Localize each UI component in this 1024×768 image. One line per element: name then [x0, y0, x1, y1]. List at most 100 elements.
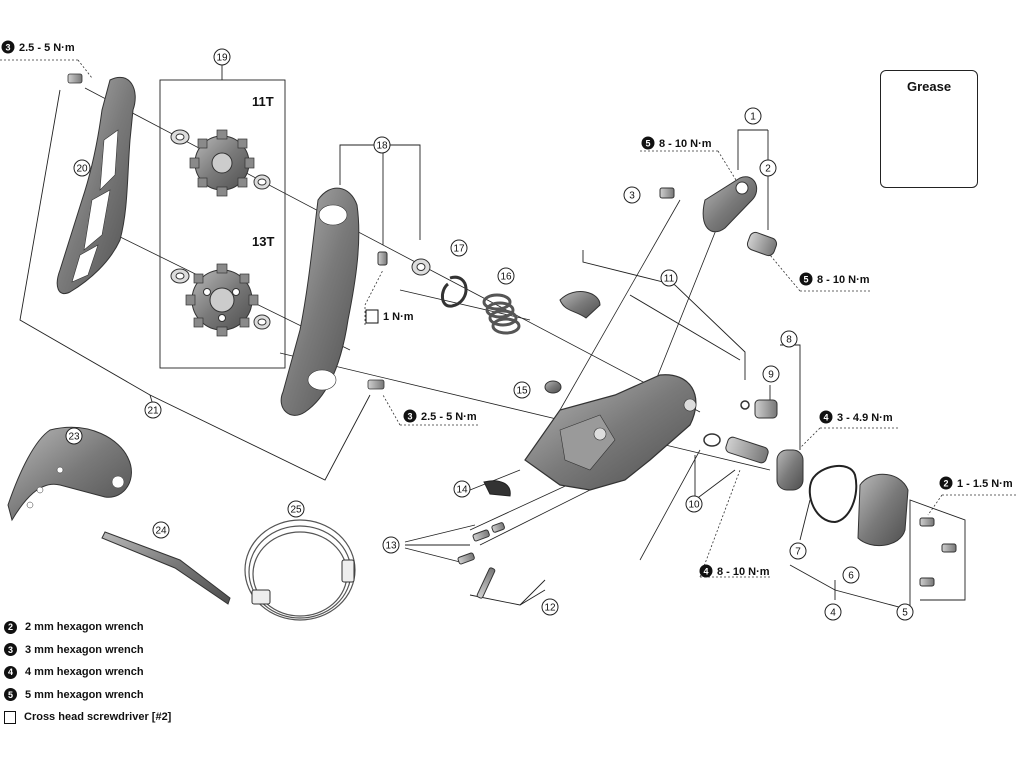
callout-24: 24 [152, 521, 170, 539]
axis-lines [84, 87, 771, 561]
svg-text:2: 2 [765, 164, 771, 175]
body-cover [483, 480, 511, 497]
legend-label: 3 mm hexagon wrench [25, 643, 144, 656]
callout-3: 3 [623, 186, 641, 204]
svg-text:10: 10 [688, 500, 700, 511]
callout-23: 23 [65, 427, 83, 445]
svg-text:24: 24 [155, 526, 167, 537]
svg-text:8 - 10 N·m: 8 - 10 N·m [717, 566, 770, 578]
b-link [702, 176, 758, 233]
svg-text:3: 3 [5, 43, 10, 53]
b-tension-screw [659, 187, 675, 199]
svg-text:5: 5 [645, 139, 650, 149]
grease-box: Grease [880, 70, 978, 188]
callout-15: 15 [513, 381, 531, 399]
svg-text:6: 6 [848, 571, 854, 582]
pin-c [491, 522, 505, 533]
torque-specs: 3 2.5 - 5 N·m 5 8 - 10 N·m 5 8 - 10 N·m 1 N·m 3… [1, 40, 1013, 578]
svg-text:1 - 1.5 N·m: 1 - 1.5 N·m [957, 478, 1013, 490]
callout-14: 14 [453, 480, 471, 498]
clip [740, 400, 750, 410]
pulley-tool [101, 531, 231, 605]
pin-a [472, 529, 490, 542]
svg-text:5: 5 [803, 275, 808, 285]
svg-text:1: 1 [750, 112, 756, 123]
callout-1: 1 [744, 107, 762, 125]
callout-11: 11 [660, 269, 678, 287]
callout-7: 7 [789, 542, 807, 560]
svg-text:12: 12 [544, 603, 556, 614]
torque-spec: 5 8 - 10 N·m [799, 272, 870, 286]
hex-wrench-badge-icon: 3 [4, 643, 17, 657]
callout-25: 25 [287, 500, 305, 518]
b-axle [746, 231, 778, 257]
svg-text:25: 25 [290, 505, 302, 516]
grease-title: Grease [906, 79, 952, 94]
tension-pulley-13t [170, 263, 271, 337]
lower-pulley-teeth-label: 13T [252, 234, 274, 249]
guide-pulley-11t [170, 129, 271, 197]
callout-20: 20 [73, 159, 91, 177]
svg-text:8 - 10 N·m: 8 - 10 N·m [817, 274, 870, 286]
pulley-cage-bolt-bottom [367, 379, 385, 390]
callout-4: 4 [824, 603, 842, 621]
limit-bolt [754, 399, 778, 419]
torque-spec: 1 N·m [365, 309, 414, 324]
cover-screw-2 [941, 543, 957, 553]
snap-ring [441, 275, 468, 308]
legend-row: 4 4 mm hexagon wrench [4, 661, 254, 684]
callout-21: 21 [144, 401, 162, 419]
callout-19: 19 [213, 48, 231, 66]
svg-text:8: 8 [786, 335, 792, 346]
callout-5: 5 [896, 603, 914, 621]
legend-row: 3 3 mm hexagon wrench [4, 639, 254, 662]
cable-connector [251, 589, 271, 605]
return-spring [482, 293, 521, 335]
callout-6: 6 [842, 566, 860, 584]
legend-label: 2 mm hexagon wrench [25, 621, 144, 634]
torque-spec: 5 8 - 10 N·m [641, 136, 712, 150]
adjust-cap [544, 380, 562, 394]
torque-leaders [0, 59, 1018, 578]
svg-text:19: 19 [216, 53, 228, 64]
svg-text:8 - 10 N·m: 8 - 10 N·m [659, 138, 712, 150]
legend-label: 4 mm hexagon wrench [25, 666, 144, 679]
cover-screw-3 [919, 577, 935, 587]
svg-text:9: 9 [768, 370, 774, 381]
svg-text:11: 11 [664, 274, 675, 285]
torque-spec: 3 2.5 - 5 N·m [403, 409, 477, 423]
motor-housing [776, 449, 804, 491]
svg-text:2.5 - 5 N·m: 2.5 - 5 N·m [19, 42, 75, 54]
charging-cable [244, 519, 356, 621]
svg-text:2.5 - 5 N·m: 2.5 - 5 N·m [421, 411, 477, 423]
svg-text:23: 23 [68, 432, 80, 443]
svg-text:14: 14 [456, 485, 468, 496]
torque-spec: 4 3 - 4.9 N·m [819, 410, 893, 424]
chain-guard [7, 426, 132, 522]
callout-12: 12 [541, 598, 559, 616]
screwdriver-icon [4, 710, 16, 724]
cover-screw-1 [919, 517, 935, 527]
svg-text:4: 4 [823, 413, 828, 423]
torque-spec: 3 2.5 - 5 N·m [1, 40, 75, 54]
svg-text:5: 5 [902, 608, 908, 619]
svg-text:3 - 4.9 N·m: 3 - 4.9 N·m [837, 412, 893, 424]
svg-text:18: 18 [376, 141, 388, 152]
legend-label: 5 mm hexagon wrench [25, 688, 144, 701]
long-pin [476, 567, 496, 599]
usb-plug [341, 559, 355, 583]
battery-cover [857, 473, 909, 547]
upper-pulley-teeth-label: 11T [252, 94, 274, 109]
callout-10: 10 [685, 495, 703, 513]
hex-wrench-badge-icon: 4 [4, 665, 17, 679]
stopper-pin [377, 251, 388, 266]
svg-text:21: 21 [147, 406, 159, 417]
legend-row: Cross head screwdriver [#2] [4, 706, 254, 729]
svg-text:13: 13 [385, 541, 397, 552]
svg-text:17: 17 [453, 244, 465, 255]
svg-text:3: 3 [407, 412, 412, 422]
